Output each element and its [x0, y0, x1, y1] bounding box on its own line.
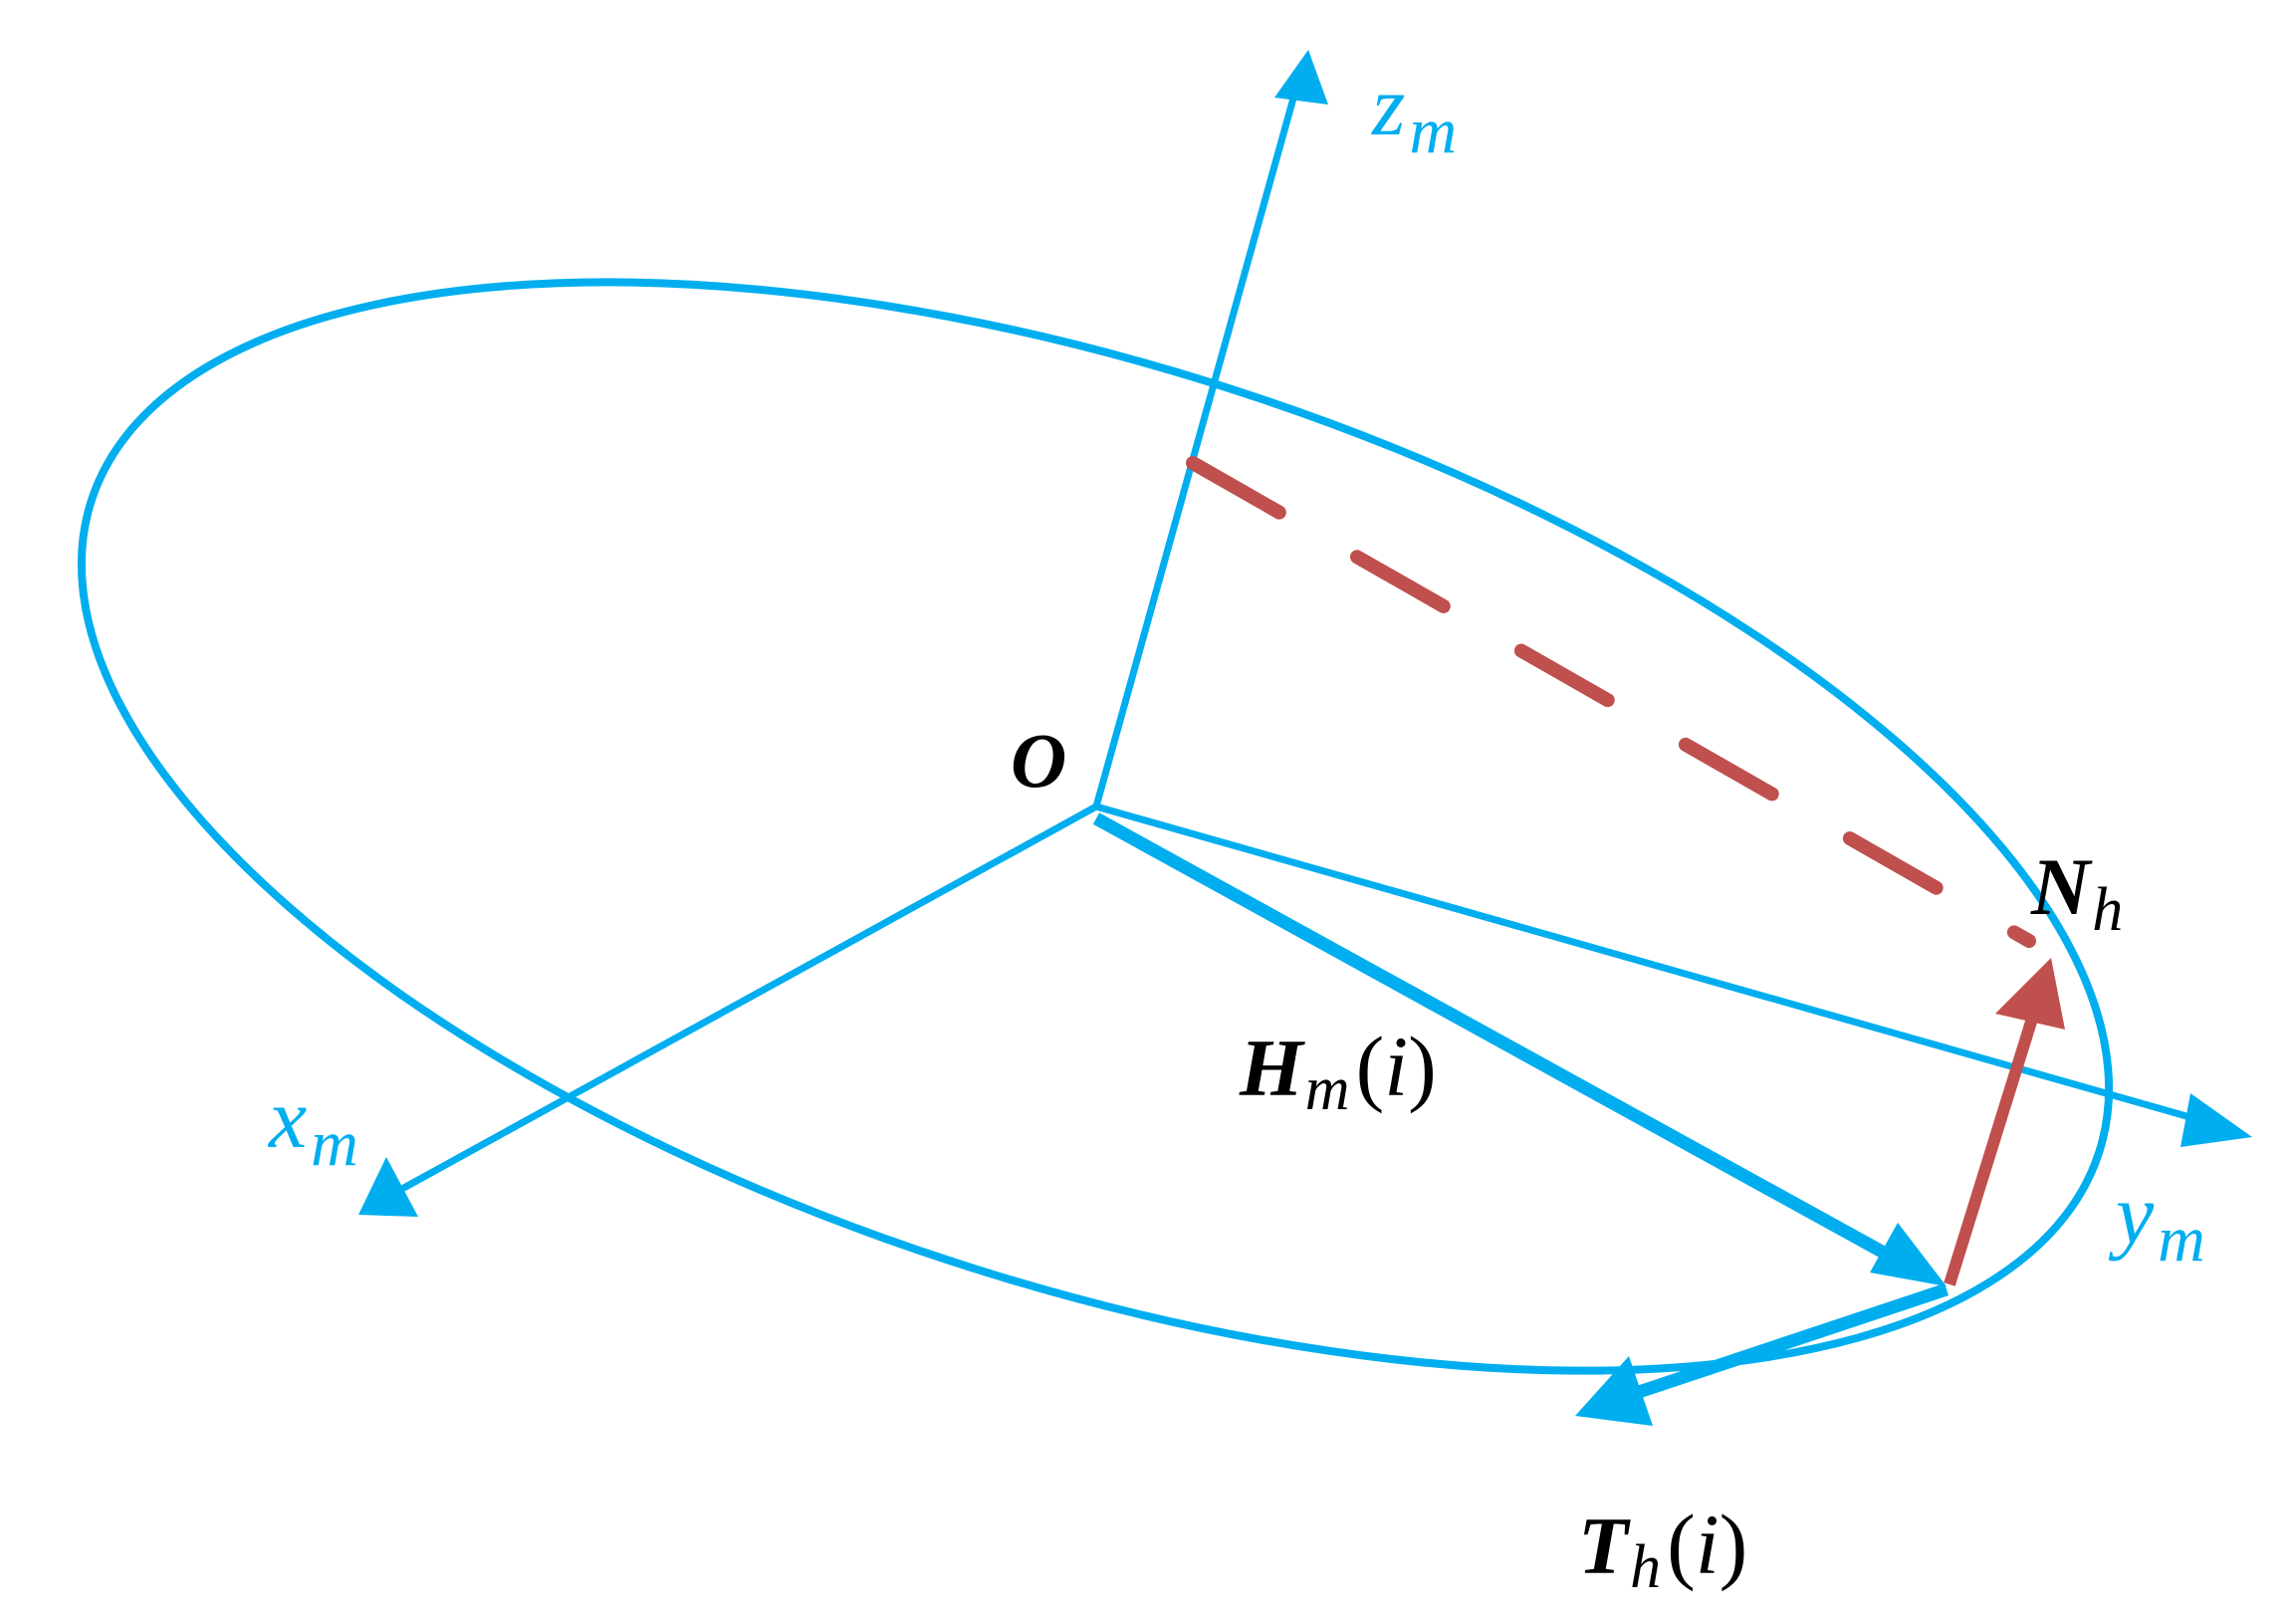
z-axis-label: zm	[1371, 58, 1457, 167]
y-axis-label: ym	[2108, 1166, 2205, 1275]
h-vector-arrowhead	[1870, 1223, 1947, 1286]
h-vector	[1092, 812, 1947, 1286]
y-axis-arrowhead	[2181, 1093, 2252, 1147]
n-vector	[1944, 958, 2065, 1286]
t-vector-label: Th(i)	[1578, 1497, 1747, 1601]
h-vector-label: Hm(i)	[1239, 1019, 1437, 1123]
z-axis-arrowhead	[1274, 50, 1328, 105]
x-axis-label: xm	[267, 1070, 358, 1180]
x-axis	[358, 803, 1098, 1217]
n-vector-arrowhead	[1995, 958, 2065, 1030]
x-axis-arrowhead	[358, 1157, 418, 1217]
normal-dashed-line	[1186, 456, 2036, 948]
ellipse-path	[77, 278, 2114, 1375]
t-vector	[1575, 1282, 1950, 1426]
n-vector-label: Nh	[2030, 841, 2123, 944]
origin-label: O	[1011, 717, 1066, 804]
t-vector-arrowhead	[1575, 1356, 1653, 1426]
z-axis	[1092, 50, 1328, 808]
